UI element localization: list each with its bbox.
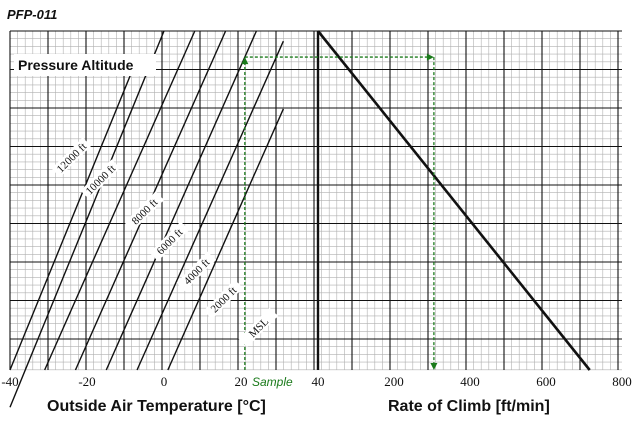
rate-tick-label: 200 bbox=[384, 374, 404, 389]
arrowhead-up bbox=[241, 57, 249, 65]
altitude-label-bg bbox=[51, 137, 92, 178]
temperature-tick-label: 20 bbox=[235, 374, 248, 389]
altitude-label-bg bbox=[149, 221, 190, 262]
temperature-tick-label: 0 bbox=[161, 374, 168, 389]
altitude-label-bg bbox=[238, 307, 279, 348]
altitude-line-2 bbox=[44, 30, 196, 371]
altitude-line-1 bbox=[9, 30, 165, 408]
altitude-label-bg bbox=[176, 251, 217, 292]
x-axis-title-temperature: Outside Air Temperature [°C] bbox=[47, 398, 266, 415]
rate-tick-label: 400 bbox=[460, 374, 480, 389]
temperature-tick-label: -20 bbox=[78, 374, 95, 389]
rate-tick-label: 600 bbox=[536, 374, 556, 389]
altitude-line-0 bbox=[9, 68, 134, 371]
sample-path bbox=[241, 53, 438, 370]
sample-label: Sample bbox=[252, 375, 293, 389]
pressure-altitude-box bbox=[14, 54, 156, 76]
rate-tick-label: 40 bbox=[312, 374, 325, 389]
altitude-label-bg bbox=[80, 159, 121, 200]
pressure-altitude-label: Pressure Altitude bbox=[18, 57, 134, 73]
document-id: PFP-011 bbox=[7, 7, 58, 22]
arrowhead-down bbox=[430, 363, 438, 370]
altitude-label-bg bbox=[203, 279, 244, 320]
chart-grid bbox=[9, 30, 622, 371]
rate-of-climb-line bbox=[316, 30, 591, 371]
altitude-line-4 bbox=[105, 30, 258, 371]
x-axis-title-rate-of-climb: Rate of Climb [ft/min] bbox=[388, 398, 550, 415]
chart-lines bbox=[9, 30, 591, 408]
altitude-line-5 bbox=[136, 40, 284, 371]
arrowhead-right bbox=[426, 53, 434, 61]
altitude-label-bg bbox=[124, 191, 165, 232]
temperature-tick-label: -40 bbox=[1, 374, 18, 389]
rate-tick-label: 800 bbox=[612, 374, 632, 389]
altitude-line-6 bbox=[167, 108, 284, 371]
altitude-label-2: 8000 ft bbox=[130, 197, 161, 228]
altitude-label-0: 12000 ft bbox=[55, 141, 90, 176]
